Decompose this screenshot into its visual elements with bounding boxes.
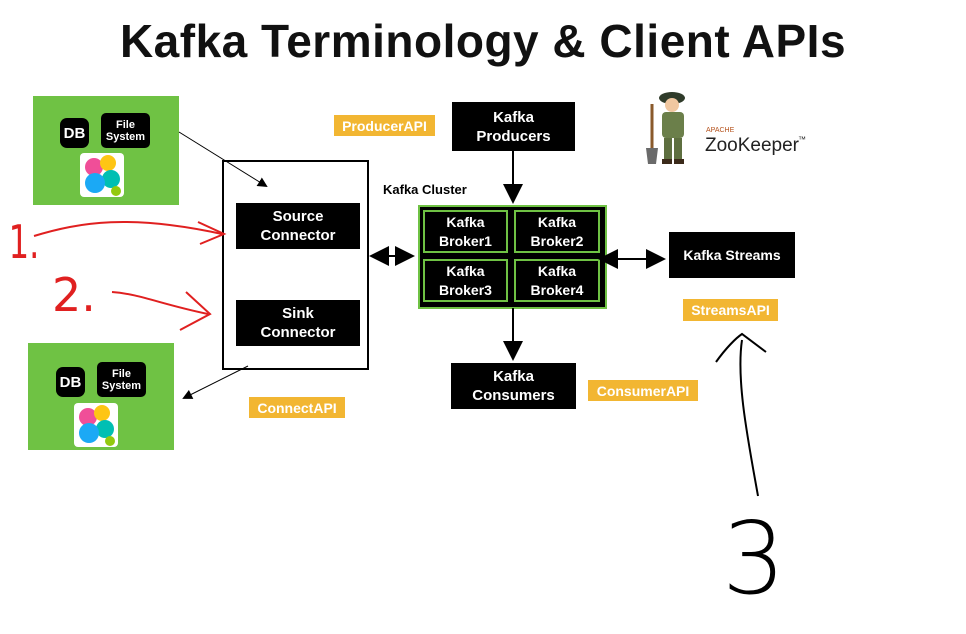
black-arrow-3	[739, 339, 759, 497]
zookeeper-text: ZooKeeper	[705, 135, 800, 156]
consumer-api-label: ConsumerAPI	[588, 380, 698, 401]
broker-2: Kafka Broker2	[514, 210, 600, 253]
cluster-title: Kafka Cluster	[383, 182, 467, 197]
data-source-bottom: DB File System	[28, 343, 174, 450]
file-system-icon: File System	[101, 113, 150, 148]
handwritten-number-2: 2.	[52, 268, 96, 322]
producer-api-label: ProducerAPI	[334, 115, 435, 136]
source-connector: Source Connector	[236, 203, 360, 249]
red-arrow-1	[33, 220, 223, 237]
elastic-logo-icon	[80, 153, 124, 197]
zookeeper-keeper-icon	[646, 92, 685, 164]
file-system-icon: File System	[97, 362, 146, 397]
apache-text: APACHE	[706, 127, 735, 134]
kafka-cluster: Kafka Broker1 Kafka Broker2 Kafka Broker…	[418, 205, 607, 309]
kafka-producers: Kafka Producers	[452, 102, 575, 151]
handwritten-number-3: 3	[722, 500, 786, 617]
trademark-text: ™	[798, 135, 806, 144]
zookeeper-logo: APACHE ZooKeeper ™	[638, 86, 818, 170]
kafka-streams: Kafka Streams	[669, 232, 795, 278]
streams-api-label: StreamsAPI	[683, 299, 778, 321]
arrow-source-to-connect	[178, 131, 268, 188]
data-source-top: DB File System	[33, 96, 179, 205]
connect-api-label: ConnectAPI	[249, 397, 345, 418]
kafka-consumers: Kafka Consumers	[451, 363, 576, 409]
page-title: Kafka Terminology & Client APIs	[119, 15, 847, 67]
elastic-logo-icon	[74, 403, 118, 447]
broker-4: Kafka Broker4	[514, 259, 600, 302]
handwritten-number-1: 1.	[8, 215, 40, 269]
broker-3: Kafka Broker3	[423, 259, 508, 302]
db-icon: DB	[56, 367, 85, 397]
broker-1: Kafka Broker1	[423, 210, 508, 253]
sink-connector: Sink Connector	[236, 300, 360, 346]
db-icon: DB	[60, 118, 89, 148]
arrow-connect-to-sink	[182, 365, 249, 399]
red-arrow-2	[111, 291, 209, 315]
